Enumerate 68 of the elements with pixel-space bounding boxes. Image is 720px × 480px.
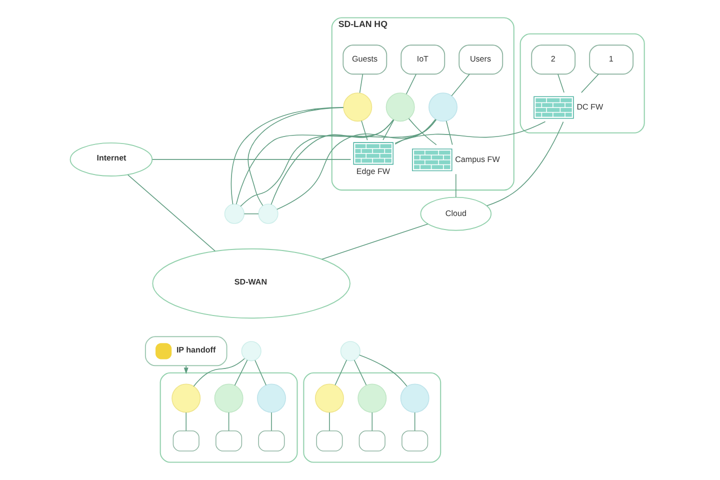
node-box <box>401 430 428 452</box>
node-box: 1 <box>588 44 634 75</box>
node-circle <box>256 384 286 413</box>
node-circle <box>258 204 278 224</box>
connector <box>247 107 344 206</box>
node-circle <box>428 92 457 122</box>
node-box: IP handoff <box>144 336 227 366</box>
node-label: Campus FW <box>454 154 500 164</box>
connector <box>192 358 244 387</box>
connector <box>353 360 366 386</box>
node-box <box>358 430 385 452</box>
node-ellipse: Internet <box>69 142 152 176</box>
connector <box>445 120 452 146</box>
node-label: DC FW <box>576 102 603 112</box>
node-circle <box>224 204 244 224</box>
node-box <box>316 430 342 452</box>
connector <box>557 74 564 93</box>
connector <box>270 412 272 432</box>
connector <box>486 121 564 206</box>
connector <box>185 412 186 432</box>
node-label: Edge FW <box>356 166 390 176</box>
connector <box>270 119 394 205</box>
connector <box>450 74 470 96</box>
node-circle <box>385 92 414 122</box>
node-box: 2 <box>530 44 576 75</box>
connector <box>320 224 428 260</box>
cluster <box>302 372 441 463</box>
connector <box>276 119 436 210</box>
node-ellipse: SD-WAN <box>152 248 350 319</box>
cluster <box>159 372 298 463</box>
connector <box>382 120 394 140</box>
node-circle <box>400 384 429 413</box>
node-box: Users <box>458 44 503 75</box>
connector <box>234 360 248 386</box>
connector <box>235 119 394 205</box>
node-circle <box>357 384 386 413</box>
node-circle <box>340 341 360 362</box>
connector <box>328 412 330 432</box>
connector <box>394 121 546 144</box>
node-circle <box>342 92 372 122</box>
node-circle <box>214 384 243 413</box>
connector <box>126 174 216 252</box>
connector <box>371 412 372 432</box>
connector <box>408 118 436 146</box>
node-box: IoT <box>400 44 445 75</box>
connector <box>358 74 363 94</box>
connector <box>151 159 351 160</box>
node-circle <box>314 384 344 413</box>
connector <box>405 74 416 94</box>
node-circle <box>240 341 261 362</box>
connector <box>358 354 407 387</box>
connector <box>243 213 258 214</box>
node-ellipse: Cloud <box>420 196 492 231</box>
connector <box>394 118 436 145</box>
node-box <box>172 430 199 452</box>
connector <box>334 360 347 386</box>
connector <box>455 174 456 198</box>
connector <box>228 412 229 432</box>
connector <box>580 74 598 93</box>
connector <box>414 412 415 432</box>
connector <box>254 360 266 386</box>
node-box <box>215 430 242 452</box>
node-box: Guests <box>342 44 387 75</box>
connector <box>360 120 368 140</box>
node-box <box>258 430 284 452</box>
connector <box>240 119 436 207</box>
node-circle <box>171 384 200 413</box>
connector <box>230 106 344 205</box>
